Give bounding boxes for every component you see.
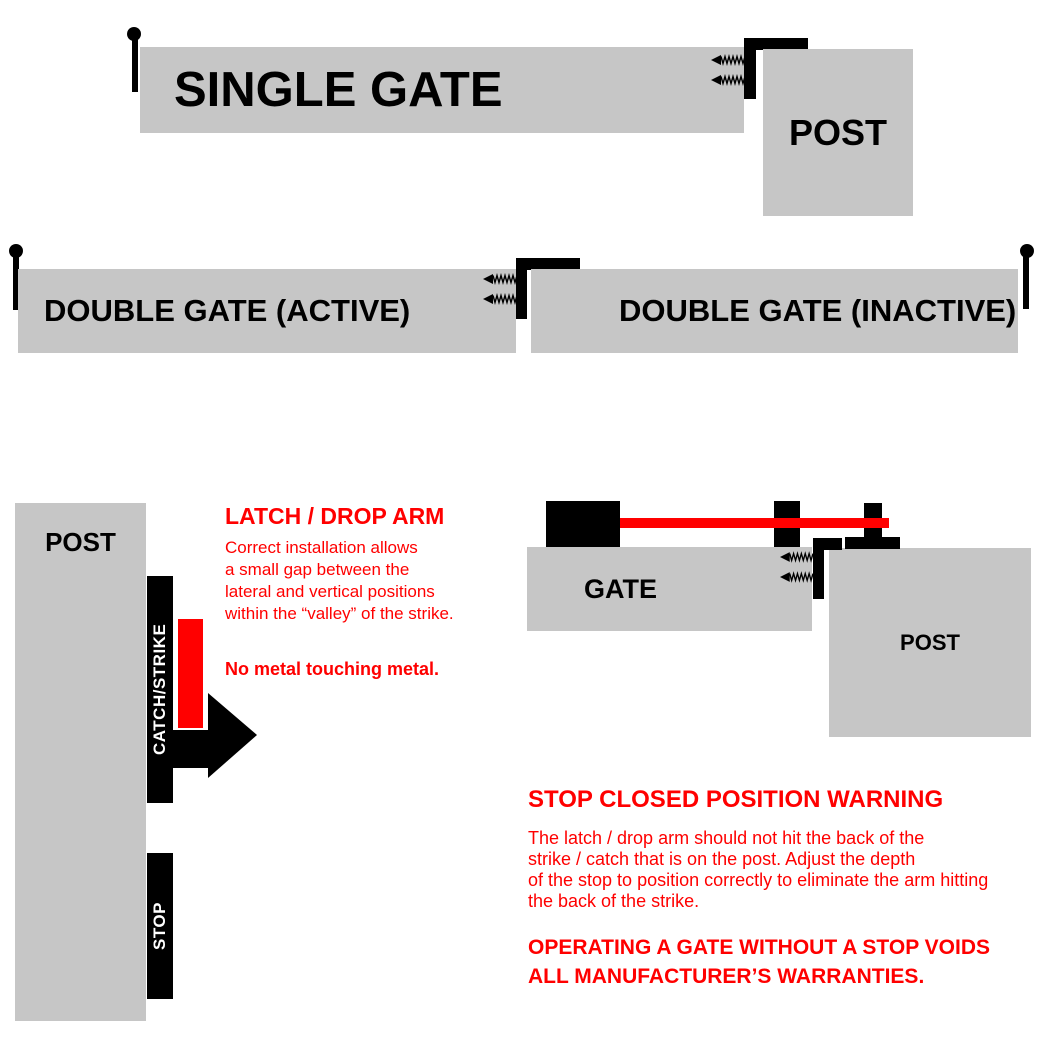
catch-strike-bar: CATCH/STRIKE: [147, 576, 173, 803]
latch-body-line: a small gap between the: [225, 560, 410, 579]
screw-icon: [780, 551, 813, 563]
strike-bracket-vertical: [516, 258, 527, 319]
strike-bracket-horizontal: [813, 538, 842, 550]
warning-emphasis-line: ALL MANUFACTURER’S WARRANTIES.: [528, 965, 925, 988]
drop-arm-bar: [620, 518, 889, 528]
double-gate-active-rect: DOUBLE GATE (ACTIVE): [18, 269, 516, 353]
latch-body-line: Correct installation allows: [225, 538, 418, 557]
latch-body-line: lateral and vertical positions: [225, 582, 435, 601]
double-gate-inactive-label: DOUBLE GATE (INACTIVE): [619, 293, 1017, 328]
closure-gate-rect: GATE: [527, 547, 812, 631]
warning-emphasis: OPERATING A GATE WITHOUT A STOP VOIDS AL…: [528, 933, 990, 991]
screw-icon: [483, 273, 517, 285]
latch-post-rect: POST: [15, 503, 146, 1021]
warning-heading: STOP CLOSED POSITION WARNING: [528, 786, 944, 813]
latch-body: Correct installation allows a small gap …: [225, 537, 454, 625]
warning-body-line: of the stop to position correctly to eli…: [528, 870, 989, 890]
warning-body-line: The latch / drop arm should not hit the …: [528, 828, 925, 848]
warning-body-line: the back of the strike.: [528, 891, 700, 911]
single-gate-label: SINGLE GATE: [174, 63, 503, 117]
right-block-arrow-icon: [173, 693, 257, 778]
stop-bar: STOP: [147, 853, 173, 999]
hinge-pin-icon: [1020, 244, 1034, 258]
double-gate-inactive-rect: DOUBLE GATE (INACTIVE): [531, 269, 1018, 353]
catch-base: [845, 537, 900, 549]
strike-bracket-vertical: [813, 538, 824, 599]
single-post-label: POST: [788, 111, 887, 153]
stop-label: STOP: [150, 902, 169, 950]
strike-bracket-horizontal: [516, 258, 580, 270]
latch-body-line: within the “valley” of the strike.: [225, 604, 454, 623]
catch-strike-label: CATCH/STRIKE: [150, 623, 169, 756]
warning-body-line: strike / catch that is on the post. Adju…: [528, 849, 916, 869]
latch-heading: LATCH / DROP ARM: [225, 503, 445, 529]
closure-post-label: POST: [900, 629, 960, 655]
drop-rod-rect: [178, 619, 203, 728]
screw-icon: [711, 74, 745, 86]
hinge-pin-icon: [9, 244, 23, 258]
latch-post-label: POST: [45, 527, 116, 557]
latch-note: No metal touching metal.: [225, 659, 440, 679]
single-post-rect: POST: [763, 49, 913, 216]
screw-icon: [711, 54, 745, 66]
latch-housing-block: [546, 501, 620, 547]
single-gate-rect: SINGLE GATE: [140, 47, 744, 133]
hinge-pin-stem: [1023, 256, 1029, 309]
strike-bracket-horizontal: [744, 38, 808, 50]
hinge-pin-stem: [132, 37, 138, 92]
closure-post-rect: POST: [829, 548, 1031, 737]
screw-icon: [780, 571, 813, 583]
warning-body: The latch / drop arm should not hit the …: [528, 828, 988, 912]
hinge-pin-stem: [13, 256, 19, 310]
strike-bracket-vertical: [744, 38, 756, 99]
warning-emphasis-line: OPERATING A GATE WITHOUT A STOP VOIDS: [528, 936, 991, 959]
closure-gate-label: GATE: [584, 573, 657, 604]
screw-icon: [483, 293, 517, 305]
double-gate-active-label: DOUBLE GATE (ACTIVE): [44, 293, 411, 328]
